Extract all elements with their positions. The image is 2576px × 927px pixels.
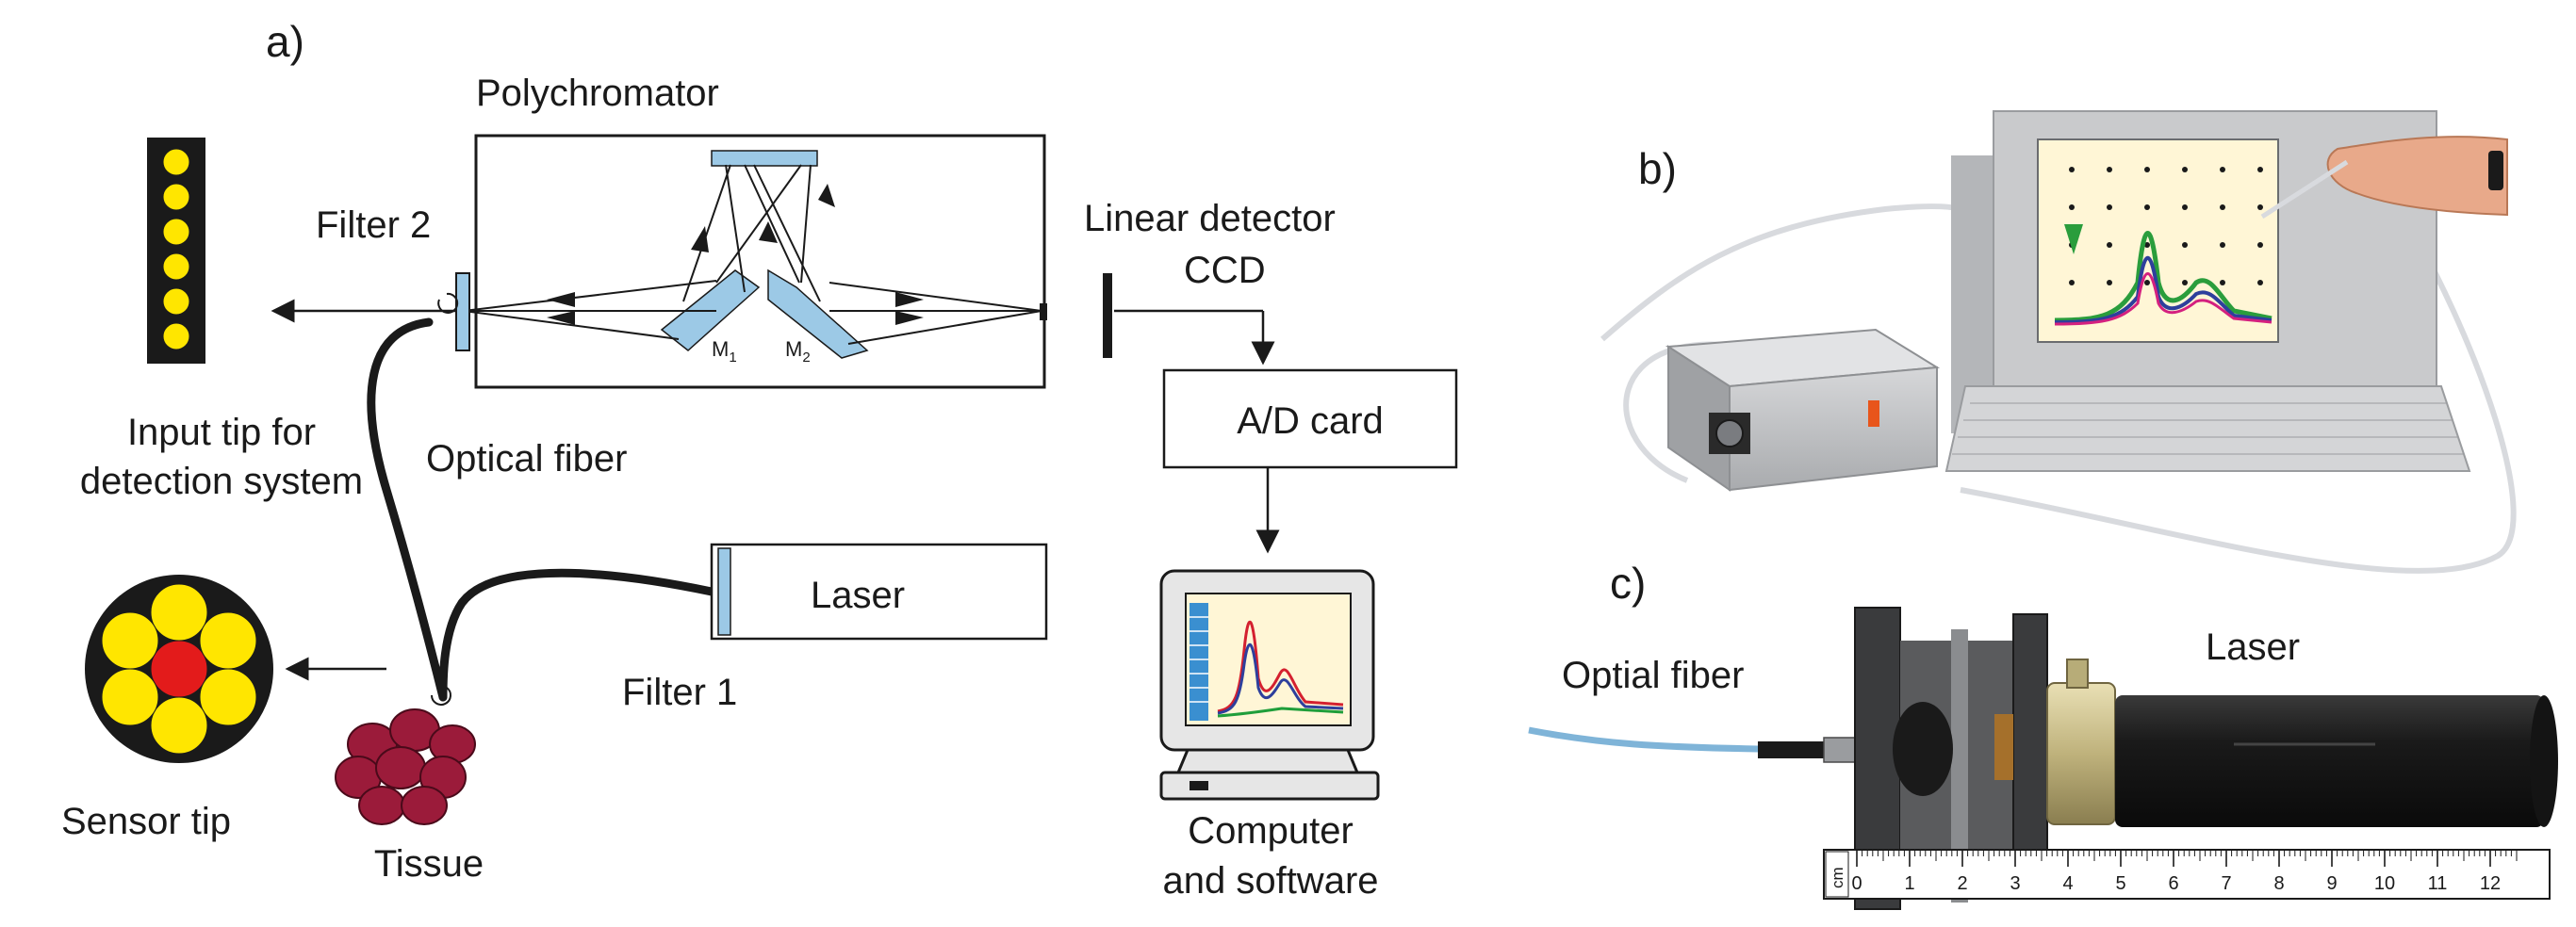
panel-c-label: c)	[1610, 559, 1646, 608]
ruler-tick-label: 5	[2115, 873, 2125, 894]
filter-holder	[1994, 714, 2013, 780]
source-switch	[1868, 400, 1879, 427]
laser-photo-label: Laser	[2206, 626, 2300, 668]
computer-label-2: and software	[1162, 860, 1378, 902]
hand	[2326, 136, 2508, 217]
filter1	[717, 547, 731, 636]
ruler-tick-label: 6	[2168, 873, 2178, 894]
fiber-end-upper	[437, 292, 459, 314]
ad-card-box	[1162, 368, 1458, 469]
ruler-tick-label: 8	[2273, 873, 2284, 894]
screen-spectrum-magenta	[2054, 272, 2272, 326]
panel-b-label: b)	[1638, 144, 1677, 193]
ruler-tick-label: 7	[2221, 873, 2231, 894]
laser-barrel	[2115, 695, 2544, 827]
laptop-keyboard	[1944, 385, 2471, 472]
panel-a: a) Polychromator M1 M2	[61, 17, 1458, 902]
ruler-unit: cm	[1829, 867, 1846, 888]
detector-label-2: CCD	[1184, 250, 1266, 291]
ruler	[1823, 849, 2551, 900]
mirror-m1-label: M1	[712, 337, 737, 366]
detector-label-1: Linear detector	[1084, 198, 1336, 239]
ruler-tick-label: 12	[2480, 873, 2501, 894]
ruler-tick-label: 4	[2062, 873, 2073, 894]
sensor-tip-fibers	[101, 583, 257, 755]
collar-screw	[2066, 659, 2089, 689]
fiber-connector	[1758, 741, 1829, 758]
cable-top	[1600, 203, 1982, 342]
optical-fiber-label: Optical fiber	[426, 438, 627, 480]
optical-fiber-lower	[438, 568, 716, 702]
laser-end	[2530, 695, 2558, 827]
input-tip-label-1: Input tip for	[127, 412, 316, 453]
filter2-label: Filter 2	[316, 204, 431, 246]
cable-right	[1960, 196, 2517, 574]
ruler-ticks	[1856, 850, 2518, 867]
fiber-nut	[1823, 737, 1858, 763]
linear-detector	[1103, 273, 1112, 358]
source-port-connector	[1715, 419, 1744, 447]
ruler-tick-label: 9	[2326, 873, 2337, 894]
filter2	[455, 272, 470, 351]
screen-spectrum-blue	[2054, 256, 2272, 324]
optical-rays	[463, 164, 1042, 345]
computer-icon	[1159, 569, 1380, 801]
polychromator-label: Polychromator	[476, 73, 719, 114]
exit-slit	[1040, 303, 1047, 320]
ruler-tick-label: 11	[2428, 873, 2448, 894]
probe	[2260, 159, 2349, 220]
mirror-m2-label: M2	[785, 337, 811, 366]
ruler-tick-label: 2	[1957, 873, 1967, 894]
panel-a-label: a)	[266, 17, 304, 66]
wristwatch	[2488, 151, 2503, 190]
keyboard-keys	[1952, 402, 2463, 455]
screen-pointer-icon	[2064, 224, 2083, 254]
optical-fiber-upper	[367, 317, 448, 702]
input-tip-fibers	[162, 148, 190, 350]
fiber-end-lower	[431, 687, 451, 706]
ad-card-label: A/D card	[1237, 400, 1384, 442]
panel-b: b)	[1600, 110, 2517, 574]
mount-plate-mid	[1951, 629, 1968, 903]
polychromator-box	[474, 134, 1046, 389]
filter1-label: Filter 1	[622, 672, 737, 713]
ruler-tick-label: 10	[2374, 873, 2395, 894]
computer-label-1: Computer	[1188, 810, 1354, 852]
ruler-unit-box	[1825, 851, 1849, 898]
tissue-icon	[335, 708, 476, 825]
ruler-tick-label: 0	[1851, 873, 1862, 894]
screen-spectrum-green	[2054, 231, 2272, 323]
tissue-label: Tissue	[374, 843, 484, 885]
ruler-tick-label: 1	[1904, 873, 1914, 894]
laser-collar	[2046, 682, 2116, 825]
sensor-tip-label: Sensor tip	[61, 801, 231, 842]
diffraction-grating	[711, 150, 818, 167]
lens-holder	[1893, 702, 1953, 796]
ruler-tick-label: 3	[2010, 873, 2020, 894]
optical-fiber-photo-label: Optial fiber	[1562, 655, 1744, 696]
ray-arrowheads	[547, 184, 924, 325]
laser-box	[710, 543, 1048, 641]
laser-label: Laser	[811, 575, 905, 616]
source-box-front	[1729, 366, 1938, 492]
mirror-m2	[767, 268, 869, 359]
input-tip-label-2: detection system	[80, 461, 363, 502]
optical-fiber-cable	[1528, 726, 1759, 753]
